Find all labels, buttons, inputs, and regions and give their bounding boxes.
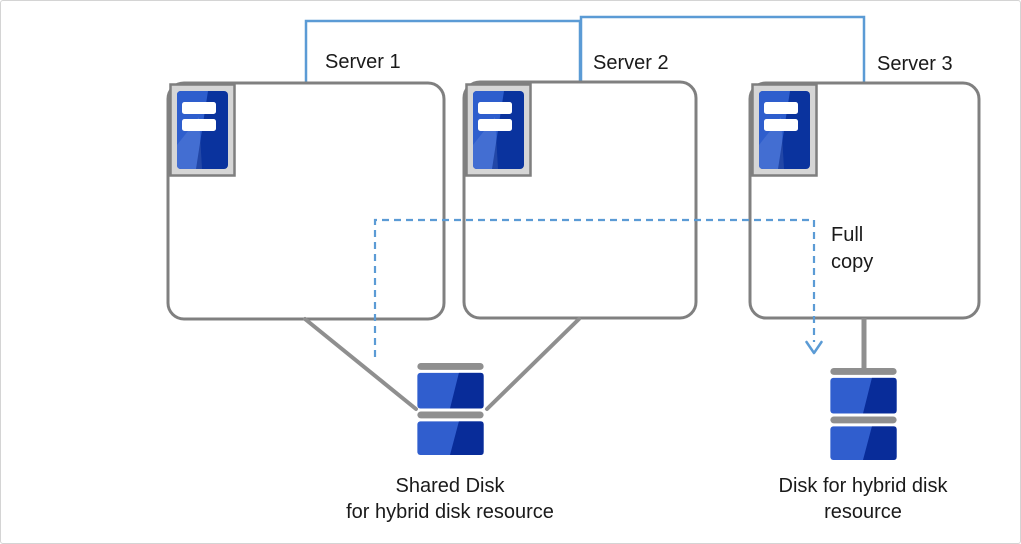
connector-server2-shared-disk — [485, 317, 581, 411]
server1-icon — [169, 83, 236, 182]
full-copy-dashed-path — [373, 218, 816, 357]
server2-label: Server 2 — [593, 52, 669, 74]
shared-disk-icon — [417, 363, 484, 460]
server3-label: Server 3 — [877, 53, 953, 75]
hybrid-disk-label: Disk for hybrid disk resource — [738, 473, 988, 525]
interconnect-line-server2-server3 — [579, 15, 866, 85]
server-icon — [751, 83, 818, 177]
connector-server1-shared-disk — [303, 317, 418, 411]
full-copy-label: Full copy — [831, 224, 874, 273]
server2-icon — [465, 83, 532, 182]
shared-disk-label: Shared Disk for hybrid disk resource — [305, 473, 595, 525]
server-icon — [465, 83, 532, 177]
shared-disk-label-line1: Shared Disk — [395, 475, 505, 497]
disk-icon — [417, 363, 484, 455]
disk-icon — [830, 368, 897, 460]
hybrid-disk-icon — [830, 368, 897, 465]
full-copy-arrowhead-icon — [805, 340, 823, 355]
shared-disk-label-line2: for hybrid disk resource — [346, 501, 554, 523]
hybrid-disk-label-line2: resource — [824, 501, 902, 523]
server3-icon — [751, 83, 818, 182]
server1-label: Server 1 — [325, 51, 401, 73]
server-icon — [169, 83, 236, 177]
hybrid-disk-label-line1: Disk for hybrid disk — [778, 475, 948, 497]
